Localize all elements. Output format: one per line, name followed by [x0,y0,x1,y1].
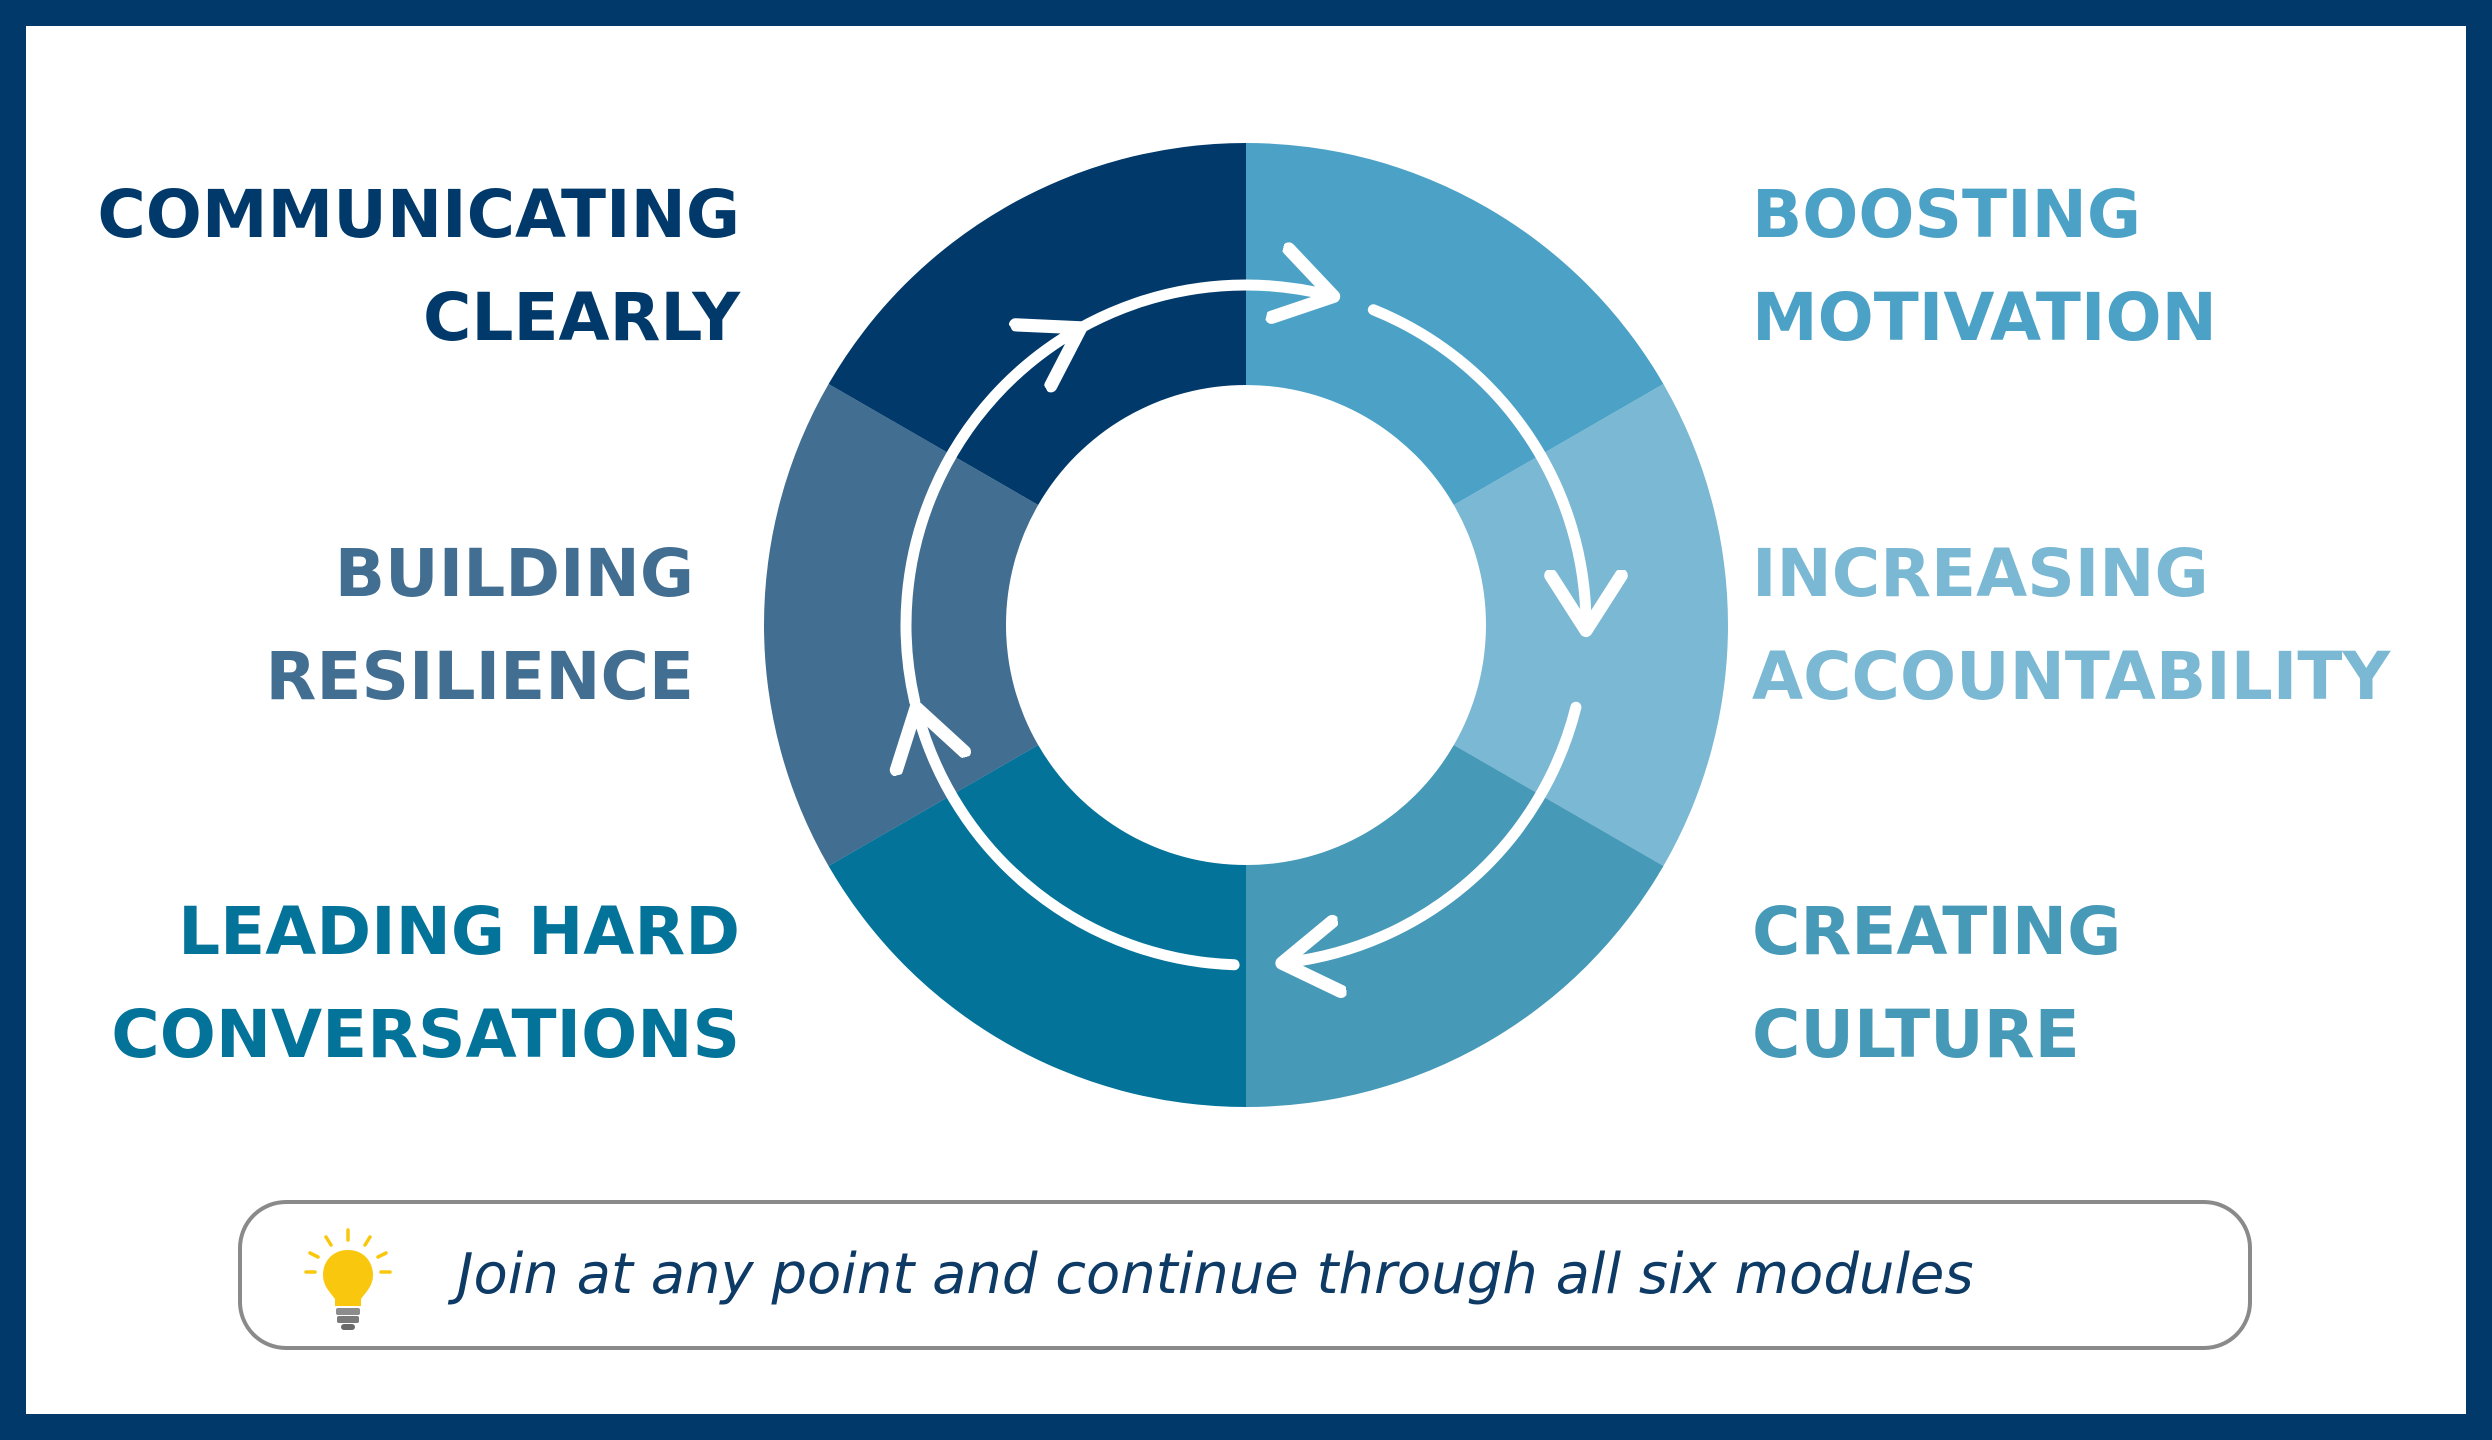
module-label-line: MOTIVATION [1752,279,2217,356]
module-label-line: CLEARLY [422,279,740,356]
module-label-boosting: BOOSTING MOTIVATION [1752,163,2217,369]
module-label-line: LEADING HARD [178,893,740,970]
module-label-increasing: INCREASING ACCOUNTABILITY [1752,522,2390,728]
cycle-arrow [918,713,1240,971]
ring-segment-creating [1246,745,1664,1107]
module-label-line: RESILIENCE [265,638,694,715]
circular-arrows-icon [906,285,1586,965]
module-label-leading: LEADING HARD CONVERSATIONS [111,880,740,1086]
callout-text: Join at any point and continue through a… [457,1242,1974,1307]
ring-segment-boosting [1246,143,1664,505]
module-label-line: INCREASING [1752,535,2209,612]
lightbulb-icon [304,1228,392,1330]
module-label-building: BUILDING RESILIENCE [266,522,694,728]
module-label-line: COMMUNICATING [97,176,740,253]
cycle-arrow [1287,701,1582,962]
ring-segment-leading [828,745,1246,1107]
cycle-arrow [1367,304,1586,625]
ring-segments [764,143,1728,1107]
module-label-line: BOOSTING [1752,176,2142,253]
callout-box: Join at any point and continue through a… [238,1200,2252,1350]
module-label-line: CONVERSATIONS [111,996,740,1073]
module-label-line: CULTURE [1752,996,2080,1073]
module-label-creating: CREATING CULTURE [1752,880,2121,1086]
module-label-line: ACCOUNTABILITY [1752,638,2391,715]
module-label-line: BUILDING [334,535,694,612]
module-label-communicating: COMMUNICATING CLEARLY [97,163,740,369]
module-label-line: CREATING [1752,893,2122,970]
cycle-arrow [900,331,1076,707]
